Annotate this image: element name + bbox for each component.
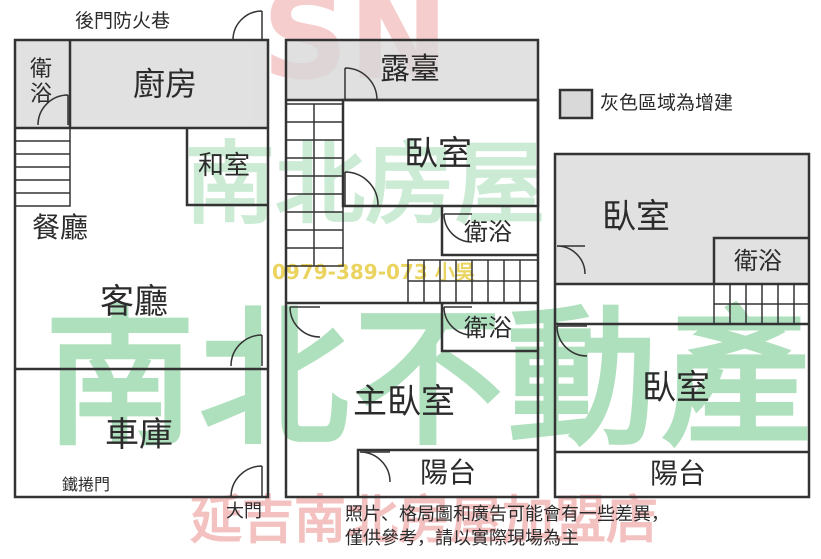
watermark-bottom: 延吉南北房屋加盟店 (190, 491, 659, 551)
gray-addition-areas (15, 40, 809, 284)
label-master-bedroom: 主臥室 (353, 382, 455, 422)
label-balcony-2f: 陽台 (420, 456, 477, 489)
watermark-brand-large: 南北不動產 (45, 293, 816, 467)
label-balcony-3f: 陽台 (650, 457, 707, 490)
label-bedroom-3f-a: 臥室 (602, 197, 670, 237)
door-swings (37, 10, 588, 498)
label-living: 客廳 (100, 282, 168, 322)
label-garage: 車庫 (105, 415, 173, 455)
label-tatami-room: 和室 (198, 151, 251, 181)
label-rolling-door: 鐵捲門 (62, 475, 111, 494)
disclaimer-line-1: 照片、格局圖和廣告可能會有一些差異， (345, 504, 669, 525)
label-rear-fire-lane: 後門防火巷 (75, 10, 171, 32)
stairs (14, 103, 810, 325)
label-bedroom-2f: 臥室 (404, 134, 472, 174)
label-bedroom-3f-b: 臥室 (642, 368, 710, 408)
label-bath-2f-b: 衛浴 (464, 314, 512, 342)
label-kitchen: 廚房 (133, 65, 198, 103)
watermark-brand-small: 南北房屋 (185, 132, 545, 237)
label-bath-2f-a: 衛浴 (464, 218, 512, 246)
label-bath-1f: 衛 浴 (30, 57, 53, 108)
label-main-door: 大門 (226, 501, 262, 522)
label-dining: 餐廳 (32, 211, 89, 244)
label-terrace: 露臺 (380, 52, 440, 87)
legend-text: 灰色區域為增建 (600, 92, 734, 114)
label-bath-3f: 衛浴 (734, 247, 782, 275)
disclaimer-line-2: 僅供參考，請以實際現場為主 (345, 528, 579, 549)
